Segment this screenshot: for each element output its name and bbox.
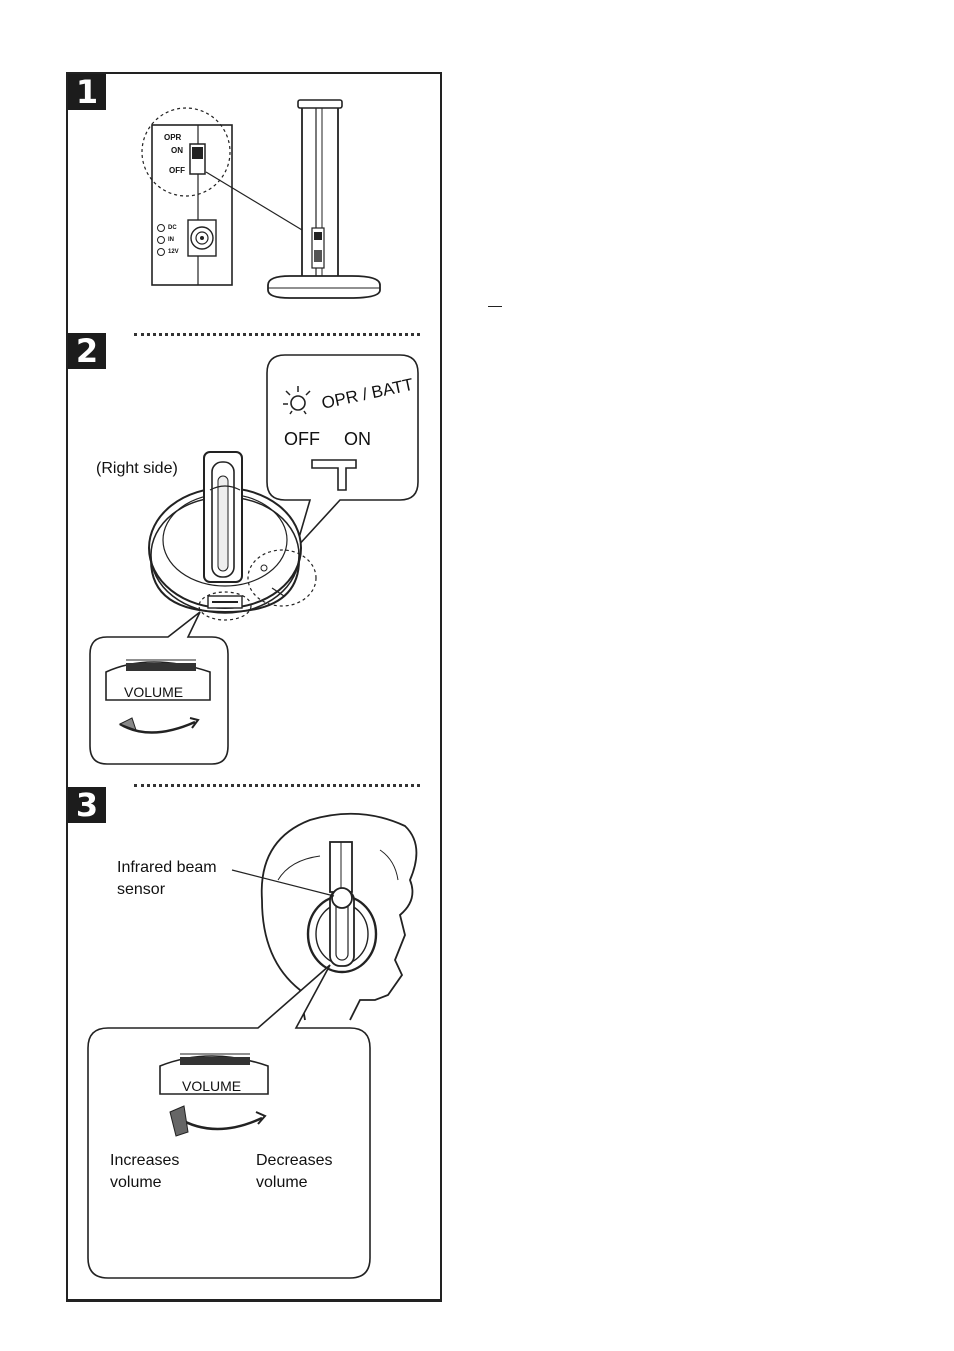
increase-label: Increases volume	[110, 1150, 179, 1194]
decrease-label: Decreases volume	[256, 1150, 332, 1194]
volume-label-3: VOLUME	[182, 1075, 241, 1097]
sensor-label: Infrared beam sensor	[117, 857, 217, 901]
